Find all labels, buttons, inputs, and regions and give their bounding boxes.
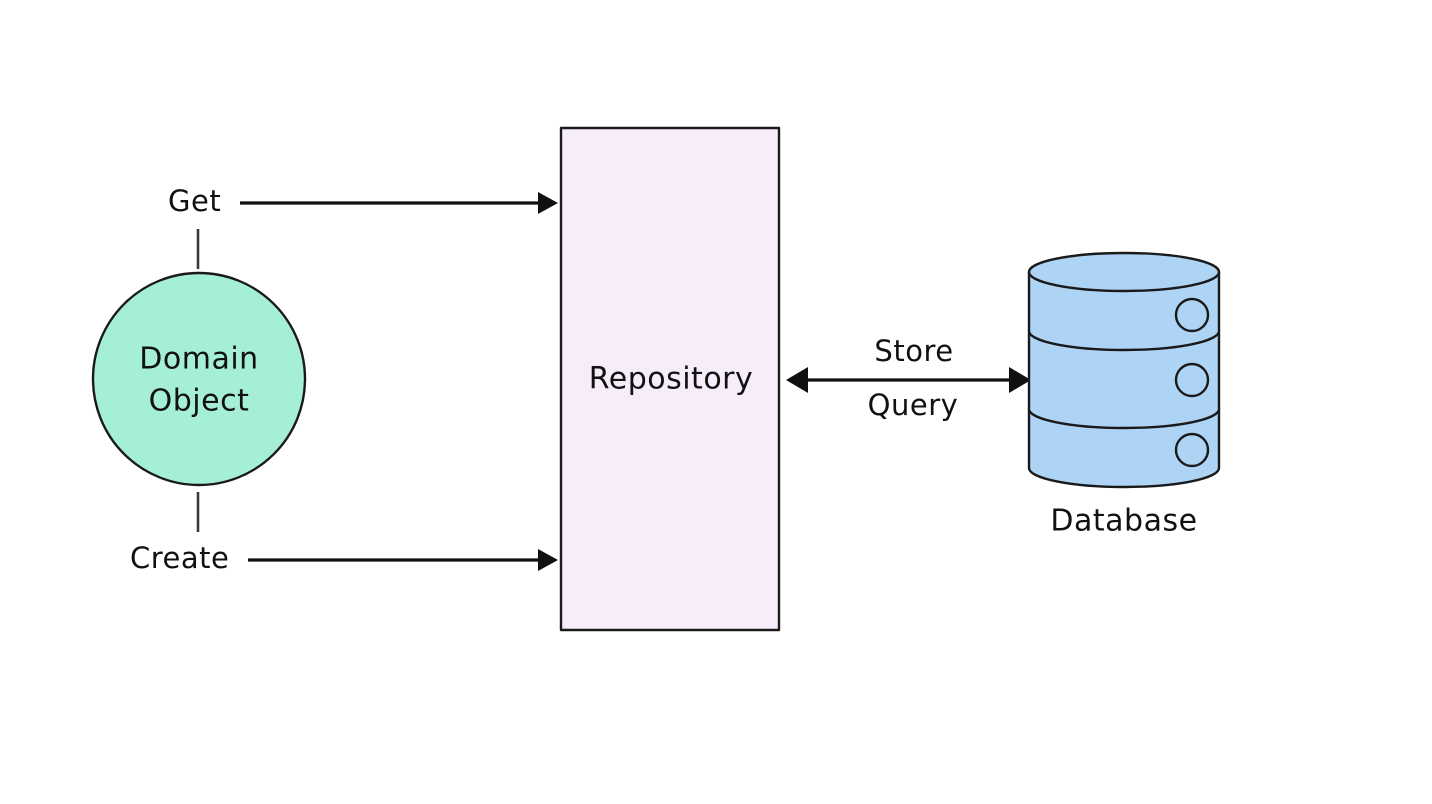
domain-object-label-line2: Object	[149, 384, 250, 419]
domain-object-circle	[91, 271, 307, 487]
edge-get[interactable]: Get	[168, 184, 558, 269]
edge-store-query[interactable]: Store Query	[786, 334, 1031, 422]
store-query-left-arrowhead-icon	[786, 367, 808, 393]
edge-create[interactable]: Create	[130, 492, 558, 575]
node-domain-object[interactable]: Domain Object	[91, 271, 307, 487]
edge-label-query: Query	[868, 388, 959, 422]
database-disc-icon-3	[1174, 432, 1210, 468]
node-repository[interactable]: Repository	[559, 126, 781, 632]
domain-object-label-line1: Domain	[139, 342, 258, 377]
database-disc-icon-2	[1174, 362, 1210, 398]
edge-label-create: Create	[130, 541, 229, 575]
database-tier-1-body	[1027, 270, 1221, 352]
edge-label-store: Store	[874, 334, 953, 368]
get-arrowhead-icon	[538, 192, 558, 214]
database-top-cap	[1027, 251, 1221, 293]
repository-label: Repository	[589, 362, 754, 397]
database-disc-icon-1	[1174, 297, 1210, 333]
database-tier-2-body	[1027, 329, 1221, 430]
store-query-right-arrowhead-icon	[1009, 367, 1031, 393]
database-label: Database	[1050, 504, 1197, 539]
edge-label-get: Get	[168, 184, 221, 218]
create-arrowhead-icon	[538, 549, 558, 571]
database-tier-3-body	[1027, 407, 1221, 489]
node-database[interactable]: Database	[1027, 251, 1221, 539]
repository-rect	[559, 126, 781, 632]
